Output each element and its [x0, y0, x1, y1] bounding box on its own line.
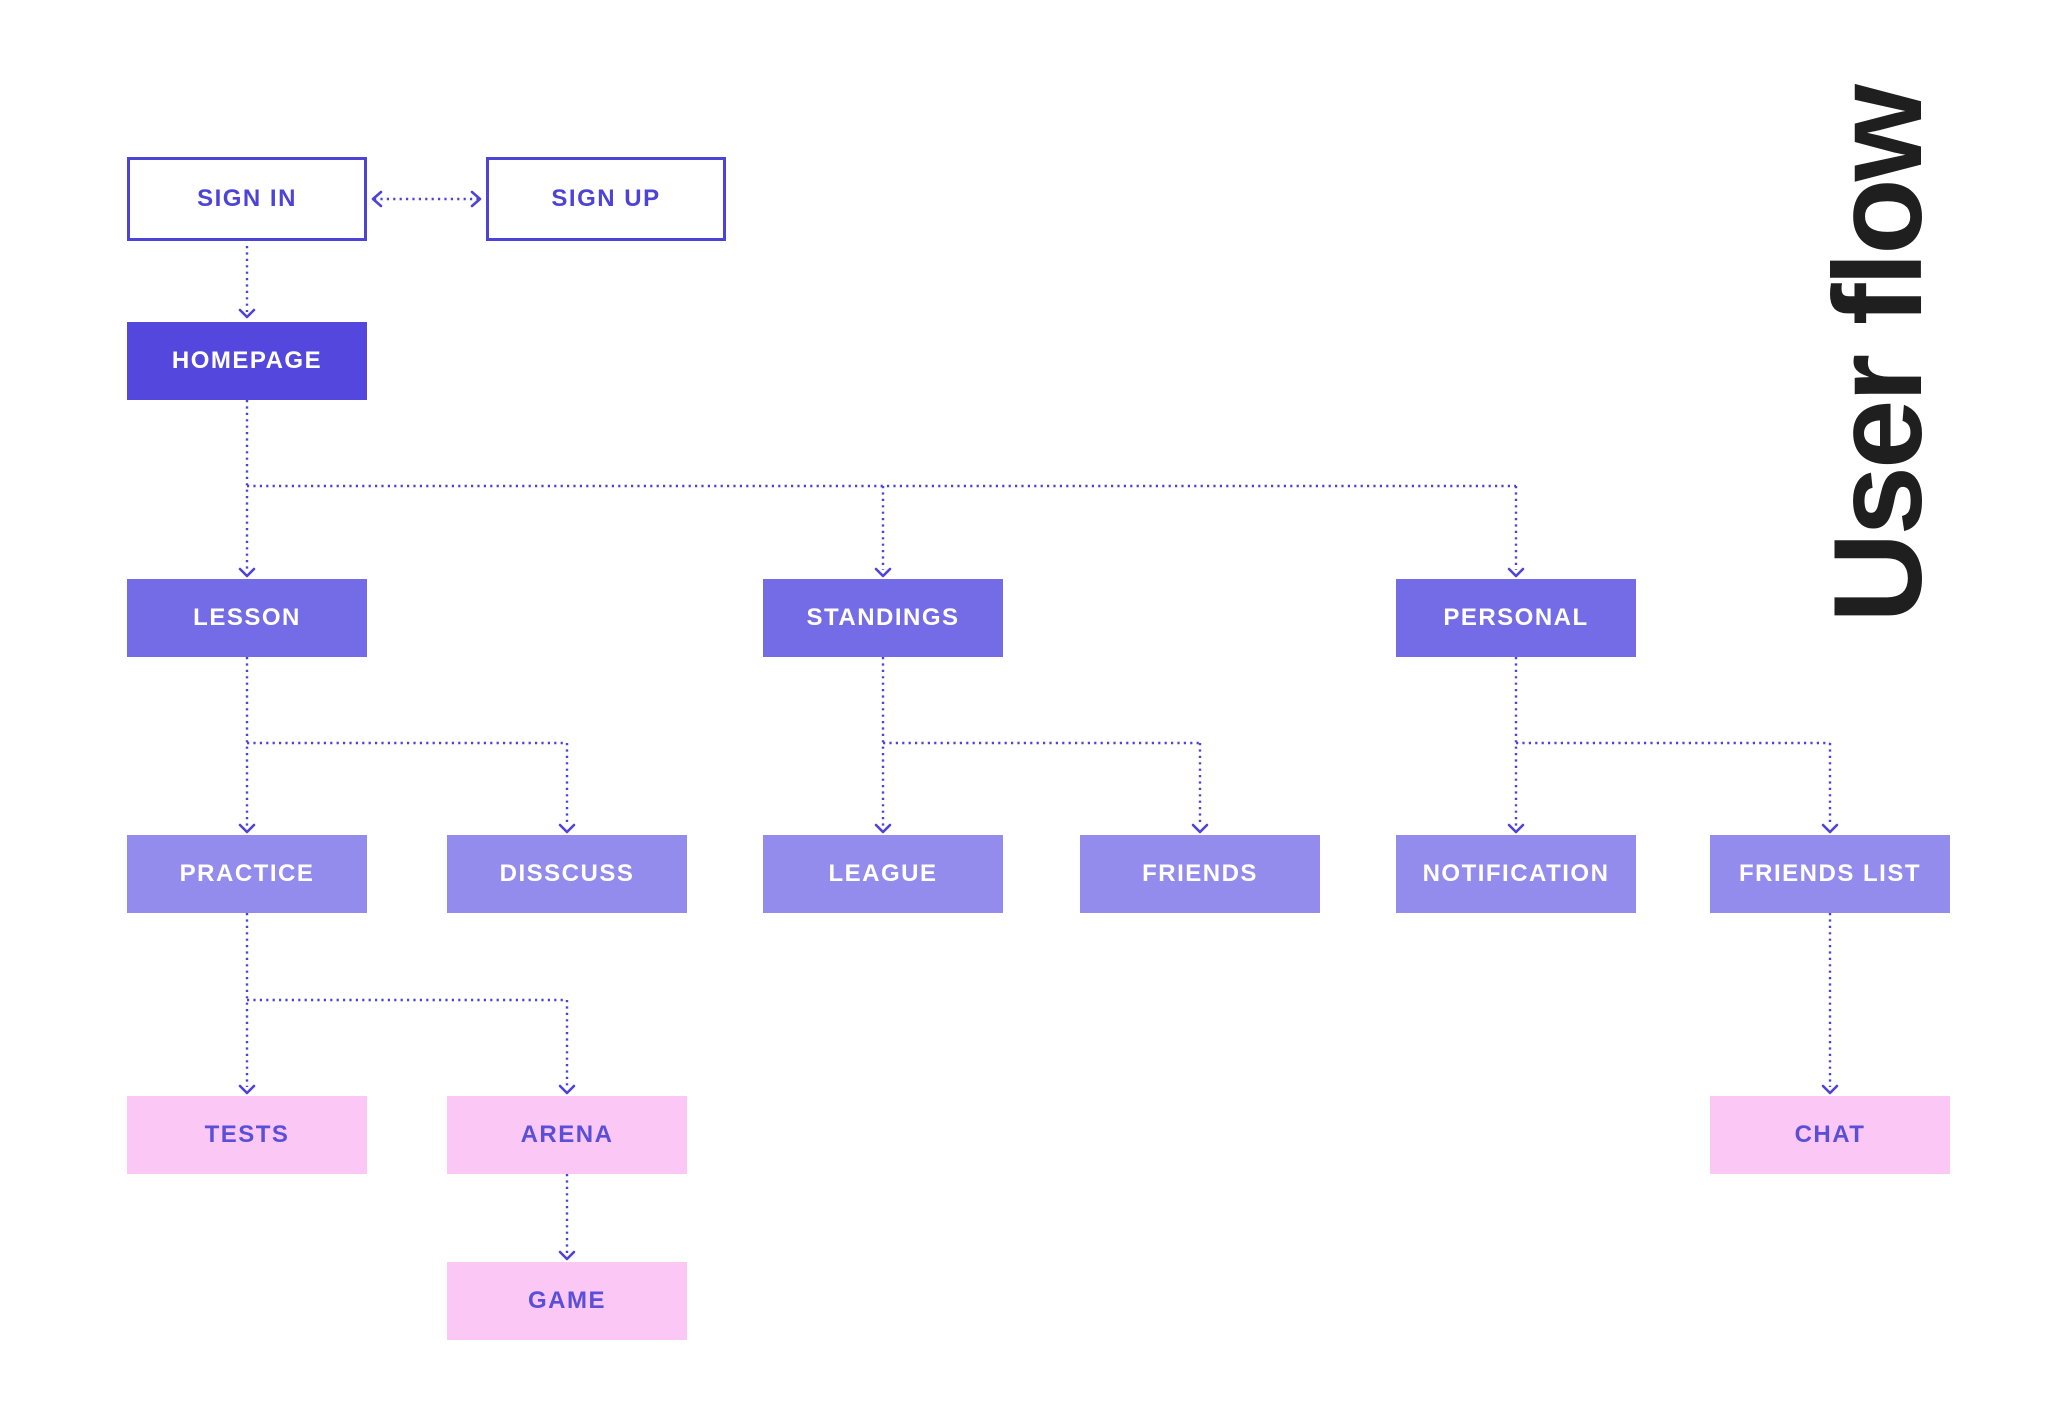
node-notification: NOTIFICATION	[1396, 835, 1636, 913]
node-sign-in-label: SIGN IN	[197, 185, 297, 212]
node-game: GAME	[447, 1262, 687, 1340]
node-arena: ARENA	[447, 1096, 687, 1174]
edge-sign-in-sign-up	[371, 190, 482, 208]
node-homepage-label: HOMEPAGE	[171, 347, 323, 374]
node-league-label: LEAGUE	[828, 860, 938, 887]
edge-friends-list-chat	[1821, 913, 1839, 1095]
edge-standings-children	[874, 657, 1209, 834]
node-tests: TESTS	[127, 1096, 367, 1174]
node-friends: FRIENDS	[1080, 835, 1320, 913]
edge-personal-children	[1507, 657, 1839, 834]
node-notification-label: NOTIFICATION	[1422, 860, 1610, 887]
edge-practice-children	[238, 913, 576, 1095]
node-sign-up: SIGN UP	[486, 157, 726, 241]
node-tests-label: TESTS	[204, 1121, 290, 1148]
node-practice-label: PRACTICE	[179, 860, 315, 887]
edge-lesson-children	[238, 657, 576, 834]
node-disscuss-label: DISSCUSS	[499, 860, 635, 887]
edge-arena-game	[558, 1174, 576, 1261]
node-chat-label: CHAT	[1794, 1121, 1866, 1148]
node-sign-up-label: SIGN UP	[551, 185, 661, 212]
node-arena-label: ARENA	[520, 1121, 614, 1148]
node-chat: CHAT	[1710, 1096, 1950, 1174]
edge-sign-in-homepage	[238, 246, 256, 319]
diagram-title: User flow	[1808, 87, 1948, 623]
node-game-label: GAME	[528, 1287, 606, 1314]
node-friends-list-label: FRIENDS LIST	[1738, 860, 1921, 887]
node-standings: STANDINGS	[763, 579, 1003, 657]
edge-homepage-children	[238, 400, 1525, 578]
node-sign-in: SIGN IN	[127, 157, 367, 241]
node-lesson: LESSON	[127, 579, 367, 657]
node-friends-label: FRIENDS	[1142, 860, 1258, 887]
node-lesson-label: LESSON	[193, 604, 301, 631]
node-standings-label: STANDINGS	[806, 604, 960, 631]
node-personal: PERSONAL	[1396, 579, 1636, 657]
node-practice: PRACTICE	[127, 835, 367, 913]
node-league: LEAGUE	[763, 835, 1003, 913]
node-homepage: HOMEPAGE	[127, 322, 367, 400]
node-personal-label: PERSONAL	[1443, 604, 1589, 631]
node-friends-list: FRIENDS LIST	[1710, 835, 1950, 913]
node-disscuss: DISSCUSS	[447, 835, 687, 913]
